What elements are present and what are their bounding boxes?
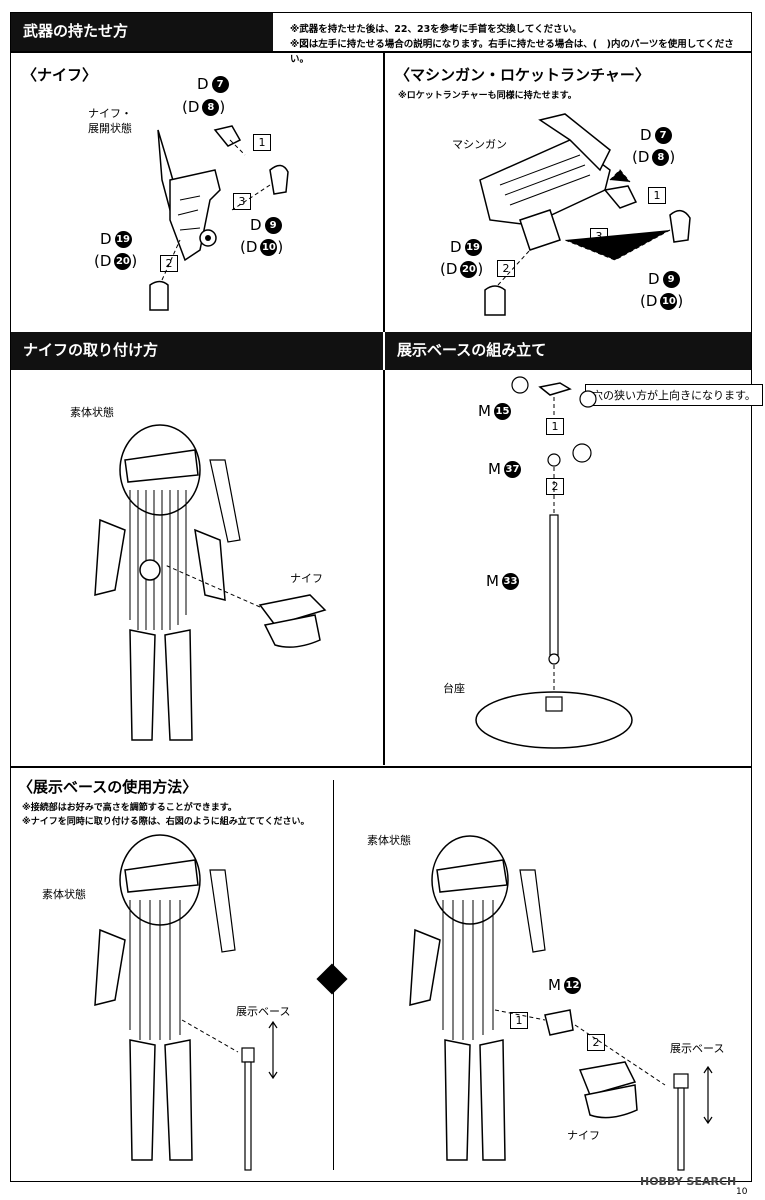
usage-left-body-label: 素体状態 [42,888,86,901]
header-bar: 武器の持たせ方 [11,13,273,51]
usage-step-1: 1 [510,1012,528,1029]
figure-back-view-2 [94,834,255,1171]
knife-diagram [149,125,289,311]
bottom-divider [11,766,751,768]
panel-divider-top [383,52,385,332]
watermark: HOBBY SEARCH [640,1175,737,1188]
knife-attach-bar: ナイフの取り付け方 [11,332,383,370]
page-title: 武器の持たせ方 [23,22,129,40]
display-base-diagram [475,376,633,749]
base-assembly-title: 展示ベースの組み立て [397,341,547,359]
base-callout: 穴の狭い方が上向きになります。 [585,384,763,406]
base-usage-note-2: ※ナイフを同時に取り付ける際は、右図のように組み立ててください。 [22,817,310,827]
knife-attach-title: ナイフの取り付け方 [23,341,159,359]
knife-step-1: 1 [253,134,271,151]
base-stand-label: 台座 [443,682,465,695]
base-step-2: 2 [546,478,564,495]
usage-right-base-label: 展示ベース [670,1042,725,1055]
gun-section-title: 〈マシンガン・ロケットランチャー〉 [395,66,650,84]
header-note-2: ※図は左手に持たせる場合の説明になります。右手に持たせる場合は、( )内のパーツ… [290,39,734,65]
usage-right-knife-label: ナイフ [567,1129,600,1142]
panel-divider-middle [383,370,385,765]
page-number: 10 [736,1187,748,1197]
header-divider [11,51,751,53]
knife-section-title: 〈ナイフ〉 [22,66,98,84]
knife-step-3: 3 [233,193,251,210]
usage-left-base-label: 展示ベース [236,1005,291,1018]
figure-back-view-3 [409,835,689,1171]
usage-right-height-arrow [703,1065,713,1125]
base-usage-title: 〈展示ベースの使用方法〉 [18,778,198,796]
knife-attach-knife-label: ナイフ [290,572,323,585]
usage-left-height-arrow [268,1020,278,1080]
knife-attach-body-label: 素体状態 [70,406,114,419]
header-note-1: ※武器を持たせた後は、22、23を参考に手首を交換してください。 [290,24,582,35]
gun-step-2: 2 [497,260,515,277]
base-step-1: 1 [546,418,564,435]
machinegun-label: マシンガン [452,138,507,151]
base-assembly-bar: 展示ベースの組み立て [385,332,751,370]
gun-step-1: 1 [648,187,666,204]
knife-attach-part [164,564,327,648]
base-usage-note-1: ※接続部はお好みで高さを調節することができます。 [22,803,237,813]
usage-step-2: 2 [587,1034,605,1051]
machinegun-diagram [479,113,691,316]
instruction-page [10,12,752,1182]
usage-right-body-label: 素体状態 [367,834,411,847]
header-notes: ※武器を持たせた後は、22、23を参考に手首を交換してください。 ※図は左手に持… [290,22,750,67]
knife-state-label: ナイフ・展開状態 [88,107,132,135]
gun-section-note: ※ロケットランチャーも同様に持たせます。 [398,91,577,101]
figure-back-view-1 [94,424,241,741]
